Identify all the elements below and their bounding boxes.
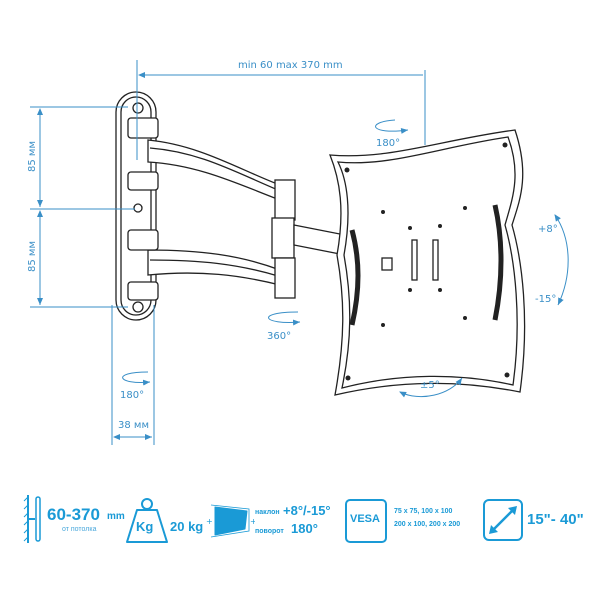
vesa-icon: [345, 499, 387, 543]
lower-arm: [147, 249, 281, 286]
vesa-icon-label: VESA: [350, 513, 380, 525]
swivel-value: 180°: [291, 521, 318, 536]
pivot-upper: [274, 179, 296, 221]
dimension-lines: [30, 60, 569, 445]
wall-rotation-label: 180°: [120, 390, 144, 401]
distance-value: 60-370: [47, 505, 100, 524]
reach-label: min 60 max 370 mm: [238, 60, 343, 71]
feature-vesa: VESA 75 x 75, 100 x 100 200 x 100, 200 x…: [345, 499, 470, 543]
tilt-down-label: -15°: [535, 294, 556, 305]
vesa-plate: [329, 129, 526, 396]
weight-icon-label: Kg: [136, 519, 154, 534]
swivel-label: поворот: [255, 528, 284, 535]
tilt-swivel-icon: ++: [206, 504, 255, 538]
mount-drawing: [115, 91, 526, 396]
vesa-line1: 75 x 75, 100 x 100: [394, 508, 453, 515]
tilt-label: наклон: [255, 509, 280, 516]
distance-unit: mm: [107, 511, 125, 522]
height-bottom-label: 85 мм: [27, 241, 38, 272]
screen-size: 15"- 40": [527, 511, 584, 528]
feature-weight: Kg 20 kg: [125, 497, 215, 545]
upper-arm: [147, 139, 281, 201]
tilt-value: +8°/-15°: [283, 503, 331, 518]
wall-distance-icon: [23, 495, 41, 543]
svg-text:+: +: [250, 517, 255, 526]
plate-rotation-label: 180°: [376, 138, 400, 149]
width-label: 38 мм: [118, 420, 149, 431]
level-label: ±5°: [420, 380, 440, 391]
vesa-line2: 200 x 100, 200 x 200: [394, 521, 461, 528]
weight-value: 20 kg: [170, 519, 204, 534]
feature-screen: 15"- 40": [483, 499, 593, 543]
pivot-lower: [274, 257, 296, 299]
svg-text:+: +: [206, 517, 213, 526]
pivot-middle: [271, 217, 295, 259]
weight-icon: [126, 498, 168, 543]
diagonal-icon: [483, 499, 523, 541]
tilt-up-label: +8°: [538, 224, 558, 235]
height-top-label: 85 мм: [27, 141, 38, 172]
distance-note: от потолка: [62, 526, 97, 533]
feature-distance: 60-370 mm от потолка: [22, 495, 127, 545]
arm-rotation-label: 360°: [267, 331, 291, 342]
feature-motion: ++ наклон +8°/-15° поворот 180°: [205, 495, 340, 545]
